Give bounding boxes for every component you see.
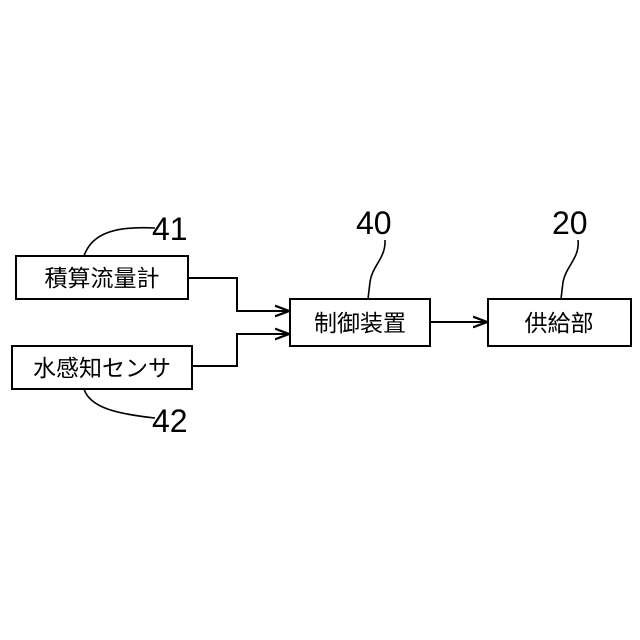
water-sensor-leader-line [84, 389, 155, 418]
flow-meter-ref-number: 41 [152, 211, 188, 247]
flow-meter-to-control-arrow [188, 278, 289, 311]
control-device-label: 制御装置 [314, 311, 406, 337]
control-device-ref-number: 40 [356, 205, 392, 241]
flow-meter-block: 積算流量計 [16, 256, 188, 299]
water-sensor-block: 水感知センサ [12, 346, 192, 389]
supply-unit-label: 供給部 [525, 311, 594, 337]
supply-unit-leader-line [561, 240, 578, 299]
control-device-leader-line [368, 240, 385, 299]
flow-meter-label: 積算流量計 [45, 266, 160, 292]
control-device-block: 制御装置 [290, 299, 430, 346]
water-sensor-ref-number: 42 [152, 403, 188, 439]
supply-unit-block: 供給部 [488, 299, 631, 346]
flow-meter-leader-line [84, 228, 155, 256]
supply-unit-ref-number: 20 [552, 205, 588, 241]
water-sensor-label: 水感知センサ [33, 356, 171, 382]
water-sensor-to-control-arrow [192, 334, 289, 366]
